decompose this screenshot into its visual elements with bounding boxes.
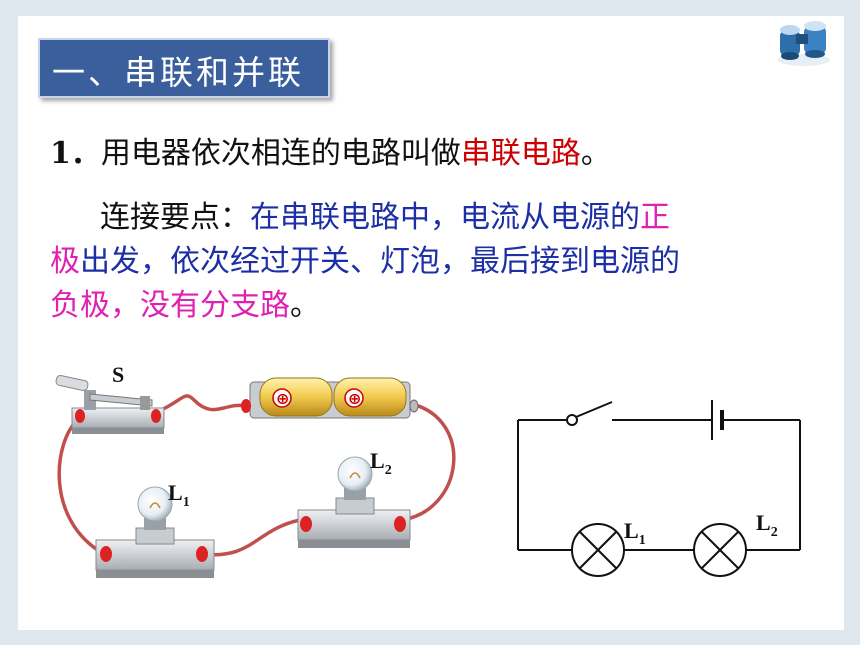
battery-plus-1: ⊕ bbox=[276, 389, 289, 408]
battery-holder: ⊕ ⊕ bbox=[241, 377, 419, 419]
schematic-lamp2-label: L2 bbox=[756, 510, 778, 540]
lamp-2 bbox=[297, 456, 411, 548]
lamp2-cross bbox=[701, 531, 739, 569]
lamp1-cross bbox=[579, 531, 617, 569]
key-points-paragraph: 连接要点：在串联电路中，电流从电源的正 极出发，依次经过开关、灯泡，最后接到电源… bbox=[50, 196, 770, 328]
battery-plus-2: ⊕ bbox=[348, 389, 361, 408]
switch-blade bbox=[575, 401, 613, 418]
lamp1-label: L1 bbox=[168, 480, 190, 510]
definition-line: 1．用电器依次相连的电路叫做串联电路。 bbox=[50, 128, 611, 172]
terminal bbox=[100, 546, 112, 562]
terminal bbox=[196, 546, 208, 562]
pole-word: 极 bbox=[50, 244, 80, 279]
wire-lamp1-switch bbox=[57, 418, 105, 556]
lamp2-label: L2 bbox=[370, 448, 392, 478]
wires bbox=[57, 394, 456, 557]
knife-switch bbox=[55, 375, 165, 434]
terminal bbox=[241, 399, 251, 413]
positive-word: 正 bbox=[640, 200, 670, 235]
schematic-circuit: L1 L2 bbox=[517, 400, 801, 577]
item-number: 1． bbox=[50, 136, 101, 171]
definition-period: 。 bbox=[580, 136, 611, 171]
switch-label: S bbox=[112, 362, 124, 387]
switch-pivot bbox=[566, 414, 578, 426]
wire-lamp2-lamp1 bbox=[199, 518, 301, 557]
lamp-1 bbox=[95, 486, 215, 578]
terminal bbox=[409, 399, 419, 413]
pictorial-circuit: S ⊕ ⊕ L1 L2 bbox=[55, 362, 456, 578]
terminal bbox=[300, 516, 312, 532]
title-banner: 一、串联和并联 bbox=[38, 38, 330, 98]
wire-switch-battery bbox=[156, 394, 247, 414]
series-circuit-term: 串联电路 bbox=[460, 136, 581, 171]
key-points-line1: 在串联电路中，电流从电源的 bbox=[250, 200, 640, 235]
schematic-lamp1-label: L1 bbox=[624, 518, 646, 548]
terminal bbox=[151, 409, 161, 423]
key-points-label: 连接要点： bbox=[100, 200, 250, 235]
binoculars-icon bbox=[778, 21, 830, 66]
terminal bbox=[75, 409, 85, 423]
key-points-period: 。 bbox=[290, 288, 320, 323]
slide-title: 一、串联和并联 bbox=[52, 53, 304, 92]
wire-battery-lamp2 bbox=[401, 402, 456, 522]
key-points-line2: 出发，依次经过开关、灯泡，最后接到电源的 bbox=[80, 244, 680, 279]
terminal bbox=[394, 516, 406, 532]
negative-no-branch: 负极，没有分支路 bbox=[50, 288, 290, 323]
definition-text: 用电器依次相连的电路叫做 bbox=[100, 136, 461, 171]
